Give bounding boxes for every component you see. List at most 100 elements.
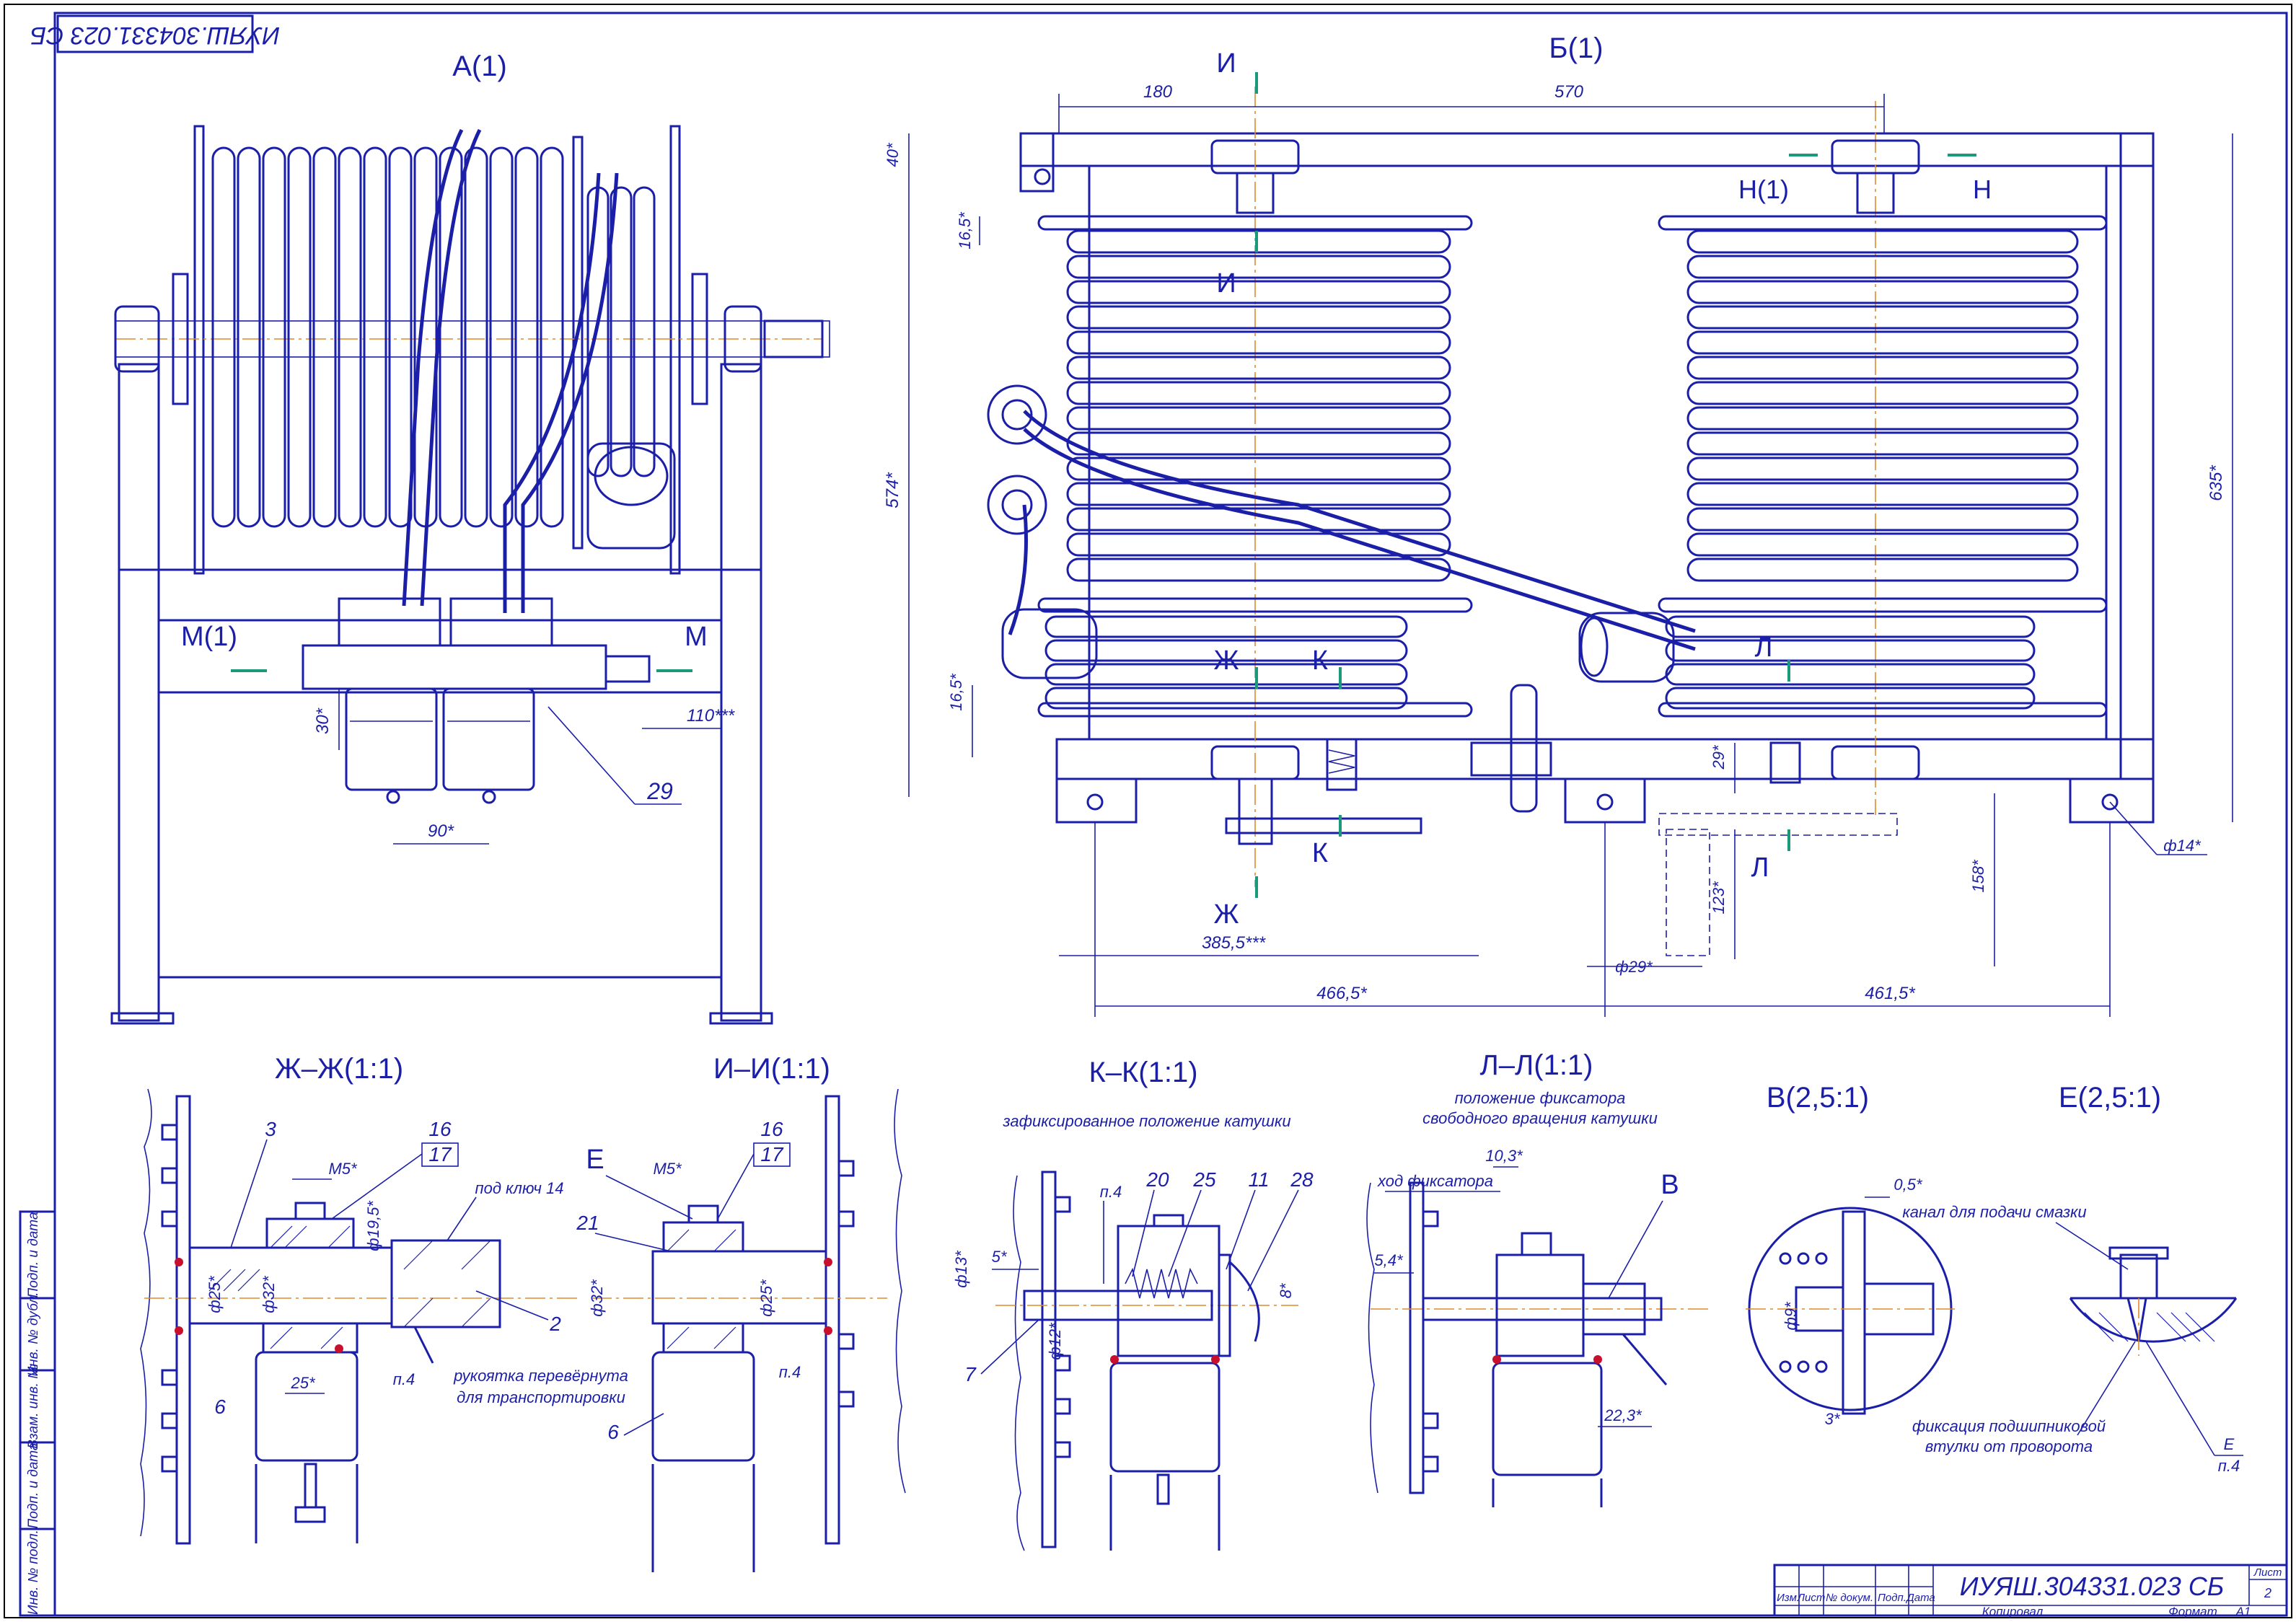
b-dim-phi29: ф29*: [1615, 958, 1653, 976]
i-label-p4: п.4: [779, 1363, 801, 1381]
i-label-16: 16: [760, 1118, 783, 1140]
section-k: К–К(1:1) зафиксированное положение катуш…: [952, 1057, 1314, 1551]
b-dim-461: 461,5*: [1865, 984, 1915, 1003]
detail-e: Е(2,5:1) канал для подачи смазки фиксаци…: [1902, 1082, 2243, 1475]
view-a-title: А(1): [452, 50, 507, 82]
cut-m-label: М: [685, 622, 708, 652]
rev-col-2: Лист: [1797, 1592, 1826, 1604]
e-label-p4: п.4: [2218, 1457, 2240, 1475]
v-label-3: 3*: [1825, 1410, 1841, 1428]
view-b-coils-left: [1044, 229, 1451, 710]
doc-number-rotated: ИУЯШ.304331.023 СБ: [30, 22, 280, 49]
zh-label-p4: п.4: [393, 1370, 415, 1388]
copied-label: Копировал: [1982, 1605, 2044, 1618]
section-zh-title: Ж–Ж(1:1): [275, 1053, 403, 1085]
zh-label-phi32: ф32*: [260, 1275, 278, 1313]
section-i-title: И–И(1:1): [713, 1053, 830, 1085]
b-dim-158: 158*: [1969, 859, 1987, 893]
b-dim-180: 180: [1143, 82, 1173, 102]
rev-col-3: № докум.: [1826, 1592, 1873, 1604]
view-a: А(1): [110, 50, 830, 1025]
l-label-stroke: ход фиксатора: [1377, 1172, 1493, 1190]
section-zh: Ж–Ж(1:1) 3 1: [140, 1053, 628, 1545]
detail-v-title: В(2,5:1): [1767, 1082, 1869, 1114]
detail-v: В(2,5:1) ф9* 3* 0,5*: [1746, 1082, 1955, 1428]
k-label-28: 28: [1290, 1168, 1314, 1191]
b-marker-i-mid: И: [1216, 268, 1236, 299]
k-label-5: 5*: [992, 1248, 1008, 1266]
section-l-subtitle-1: положение фиксатора: [1455, 1089, 1626, 1107]
section-l: Л–Л(1:1) положение фиксатора свободного …: [1366, 1049, 1710, 1507]
zh-label-m5: М5*: [328, 1160, 358, 1178]
drawing-frame: ИУЯШ.304331.023 СБ: [4, 4, 2292, 1618]
zh-label-phi19: ф19,5*: [364, 1200, 382, 1251]
section-l-subtitle-2: свободного вращения катушки: [1422, 1109, 1658, 1127]
rev-col-5: Дата: [1905, 1592, 1935, 1604]
view-a-coils: [211, 146, 656, 528]
b-dim-16-5a: 16,5*: [956, 211, 974, 250]
k-label-25: 25: [1192, 1168, 1216, 1191]
v-label-0-5: 0,5*: [1893, 1176, 1923, 1194]
section-k-subtitle: зафиксированное положение катушки: [1002, 1112, 1290, 1130]
i-label-21: 21: [576, 1212, 599, 1234]
e-label-channel: канал для подачи смазки: [1902, 1203, 2086, 1221]
b-dim-385: 385,5***: [1202, 933, 1266, 953]
sheet-number: 2: [2264, 1586, 2271, 1600]
section-i: И–И(1:1) Е 16 17 М5* 21 ф32* ф25* п.4 6: [576, 1053, 906, 1572]
k-label-phi13: ф13*: [952, 1250, 970, 1288]
cut-m1-label: М(1): [181, 622, 237, 652]
detail-e-title: Е(2,5:1): [2059, 1082, 2161, 1114]
l-label-5-4: 5,4*: [1374, 1251, 1404, 1269]
i-label-6: 6: [607, 1421, 619, 1443]
l-label-22-3: 22,3*: [1604, 1406, 1642, 1424]
e-note-line2: втулки от проворота: [1925, 1437, 2093, 1455]
v-label-phi9: ф9*: [1782, 1301, 1800, 1331]
b-marker-l-top: Л: [1755, 633, 1773, 663]
b-marker-i-top: И: [1216, 48, 1236, 79]
zh-note-line2: для транспортировки: [457, 1388, 625, 1406]
view-b-coils-right: [1665, 229, 2079, 710]
b-marker-k-top: К: [1312, 645, 1328, 676]
b-marker-n: Н: [1973, 175, 1992, 204]
l-label-v: В: [1661, 1170, 1679, 1200]
b-marker-zh-top: Ж: [1213, 645, 1239, 676]
b-marker-n1: Н(1): [1738, 175, 1789, 204]
side-stamp-label-1: Подп. и дата: [26, 1212, 41, 1298]
e-note-line1: фиксация подшипниковой: [1912, 1417, 2106, 1435]
b-marker-l-bot: Л: [1751, 852, 1769, 883]
side-stamp-label-2: Инв. № дубл.: [26, 1292, 41, 1377]
a-callout-29: 29: [646, 778, 673, 804]
a-dim-110: 110***: [687, 706, 735, 726]
k-label-20: 20: [1145, 1168, 1169, 1191]
side-stamp-label-5: Инв. № подл.: [26, 1530, 41, 1615]
b-dim-123: 123*: [1710, 881, 1728, 914]
side-stamp-label-4: Подп. и дата: [26, 1443, 41, 1529]
section-l-title: Л–Л(1:1): [1480, 1049, 1593, 1081]
e-label-e: Е: [2224, 1435, 2235, 1453]
b-dim-40: 40*: [884, 142, 902, 167]
view-b: Б(1): [883, 32, 2233, 1017]
i-label-phi32: ф32*: [588, 1279, 606, 1317]
section-k-title: К–К(1:1): [1088, 1057, 1197, 1088]
rev-col-1: Изм: [1777, 1592, 1797, 1604]
b-dim-16-5b: 16,5*: [947, 673, 965, 711]
k-label-phi12: ф12*: [1046, 1322, 1064, 1360]
a-dim-90: 90*: [428, 821, 454, 841]
zh-label-key: под ключ 14: [475, 1179, 564, 1197]
l-label-10-3: 10,3*: [1485, 1147, 1523, 1165]
b-dim-570: 570: [1554, 82, 1584, 102]
b-dim-466: 466,5*: [1316, 984, 1367, 1003]
b-dim-phi14: ф14*: [2163, 837, 2202, 855]
i-label-phi25: ф25*: [757, 1279, 775, 1317]
i-label-17: 17: [760, 1143, 784, 1165]
i-label-m5: М5*: [653, 1160, 682, 1178]
k-label-11: 11: [1248, 1168, 1269, 1191]
b-dim-574: 574*: [883, 472, 902, 508]
zh-label-phi25: ф25*: [206, 1275, 224, 1313]
format-label: Формат: [2168, 1605, 2217, 1618]
side-stamp-label-3: Взам. инв. №: [26, 1364, 41, 1449]
b-dim-635: 635*: [2207, 465, 2226, 501]
k-label-7: 7: [964, 1363, 977, 1385]
zh-label-16: 16: [428, 1118, 452, 1140]
